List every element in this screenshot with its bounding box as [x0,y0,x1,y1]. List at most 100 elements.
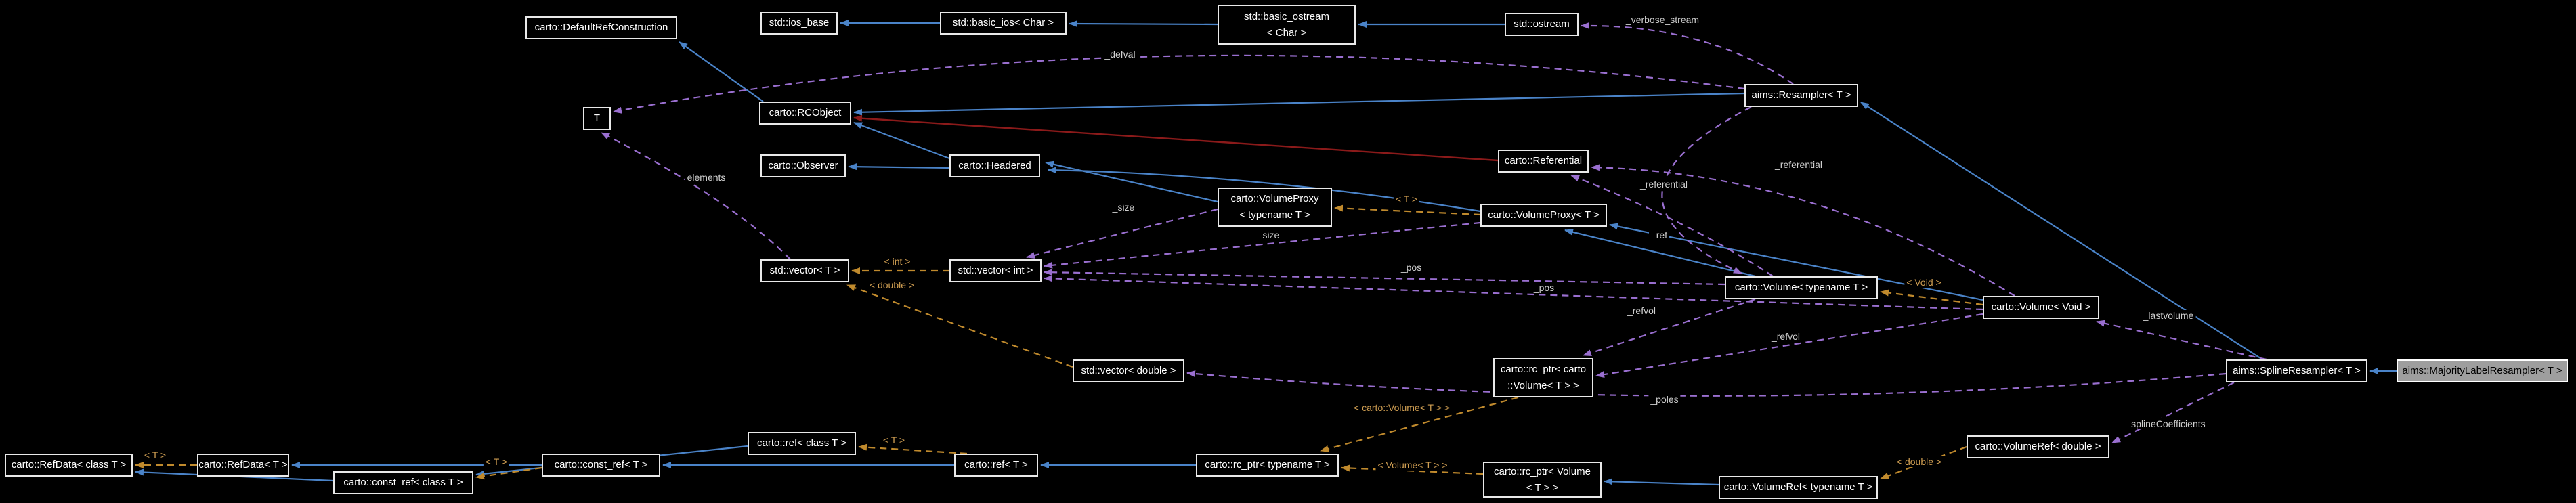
edge-label-referential-2: _referential [1772,159,1825,170]
edge-label-refvol-1: _refvol [1625,305,1658,316]
node-vector-double[interactable]: std::vector< double > [1073,359,1184,382]
node-majority-label-resampler[interactable]: aims::MajorityLabelResampler< T > [2397,359,2568,382]
node-label: carto::RefData< class T > [11,459,127,471]
node-volumeref-typename-t[interactable]: carto::VolumeRef< typename T > [1719,476,1878,499]
edge-label-elements: elements [685,172,728,183]
node-label: carto::VolumeProxy [1230,193,1319,204]
node-label: carto::rc_ptr< Volume [1494,465,1591,477]
node-label: carto::Volume< Void > [1991,301,2091,313]
edge-label-pos-1: _pos [1398,262,1424,273]
node-const-ref-class-t[interactable]: carto::const_ref< class T > [333,471,473,494]
edge-referential-rcobject [853,114,1499,162]
node-label: std::vector< int > [958,265,1033,276]
node-spline-resampler[interactable]: aims::SplineResampler< T > [2226,359,2367,382]
node-vector-t[interactable]: std::vector< T > [760,259,849,282]
edge-label-verbose-stream: _verbose_stream [1623,14,1702,25]
edge-label-template-volume: < Volume< T > > [1375,460,1450,471]
node-ref-class-t[interactable]: carto::ref< class T > [748,432,856,455]
node-label: std::vector< T > [769,265,840,276]
node-volume-proxy-t[interactable]: carto::VolumeProxy< T > [1480,204,1607,227]
edge-volumevoid-referential [1591,164,2015,297]
node-ios-base[interactable]: std::ios_base [760,12,838,35]
node-label: aims::Resampler< T > [1751,89,1851,101]
edge-resampler-t [613,54,1745,114]
node-label: < Char > [1266,26,1307,39]
edge-headered-rcobject [853,121,950,160]
edge-label-template-t-constref: < T > [483,456,510,467]
node-label: carto::rc_ptr< carto [1500,364,1587,375]
edge-label-ref: _ref [1648,229,1670,240]
node-referential[interactable]: carto::Referential [1498,150,1589,173]
node-observer[interactable]: carto::Observer [760,154,846,177]
edge-vectordouble-vectort [846,284,1073,368]
edge-volumeg-volumeproxyt [1564,228,1756,278]
edge-spline-resampler [1860,102,2263,360]
node-const-ref-t[interactable]: carto::const_ref< T > [542,454,660,477]
node-label: carto::const_ref< class T > [343,477,463,488]
node-default-ref-construction[interactable]: carto::DefaultRefConstruction [525,16,677,39]
edge-vectort-t [601,132,791,260]
node-resampler[interactable]: aims::Resampler< T > [1744,84,1858,107]
node-basic-ostream-char[interactable]: std::basic_ostream< Char > [1218,5,1356,45]
edge-label-template-t-ref: < T > [880,435,907,445]
edge-volumeg-referential [1570,174,1774,277]
node-volume-generic[interactable]: carto::Volume< typename T > [1725,276,1878,299]
node-label: carto::rc_ptr< typename T > [1205,459,1330,471]
node-label: carto::Referential [1504,155,1583,167]
edge-headered-observer [848,163,950,171]
node-label: T [593,112,601,124]
node-label: ::Volume< T > > [1507,380,1579,391]
node-refdata-class-t[interactable]: carto::RefData< class T > [5,454,133,477]
edge-rcobject-defaultref [679,41,764,102]
node-t[interactable]: T [583,107,611,130]
node-rcptr-typename-t[interactable]: carto::rc_ptr< typename T > [1196,454,1339,477]
node-ostream[interactable]: std::ostream [1505,13,1579,36]
node-volume-void[interactable]: carto::Volume< Void > [1983,296,2099,319]
edge-label-lastvolume: _lastvolume [2141,310,2196,321]
edge-resampler-volumeg [1661,106,1752,274]
edge-resampler-ostream [1581,22,1794,85]
edge-label-pos-2: _pos [1531,282,1557,293]
edge-label-poles: _poles [1648,394,1681,405]
edge-label-template-double-volumeref: < double > [1894,456,1944,467]
node-rcobject[interactable]: carto::RCObject [759,102,851,125]
edge-volumeg-rcptrcv [1583,298,1756,357]
node-label: carto::RefData< T > [198,459,288,471]
node-rcptr-carto-volume[interactable]: carto::rc_ptr< carto::Volume< T > > [1493,358,1593,397]
node-headered[interactable]: carto::Headered [949,154,1040,177]
edge-label-refvol-2: _refvol [1769,331,1803,342]
node-ref-t[interactable]: carto::ref< T > [954,454,1038,477]
edge-label-defval: _defval [1102,49,1138,60]
edge-label-size-1: _size [1110,202,1137,213]
edge-label-template-void: < Void > [1904,277,1944,288]
edge-spline-volumevoid [2096,320,2267,361]
node-basic-ios-char[interactable]: std::basic_ios< Char > [940,12,1067,35]
node-volume-proxy-generic[interactable]: carto::VolumeProxy< typename T > [1218,188,1332,227]
node-label: aims::SplineResampler< T > [2233,365,2361,376]
edge-volumevoid-rcptrcv [1595,313,1983,378]
node-label: std::basic_ios< Char > [952,17,1054,28]
edge-spline-vectordouble [1186,370,2227,397]
node-rcptr-volume-t[interactable]: carto::rc_ptr< Volume< T > > [1483,462,1602,498]
node-vector-int[interactable]: std::vector< int > [949,259,1042,282]
edge-label-template-carto-volume: < carto::Volume< T > > [1352,402,1452,413]
edge-resampler-rcobject [853,92,1745,116]
edge-volumerefd-volumerefg [1880,445,1967,480]
node-label: std::vector< double > [1081,365,1176,376]
edge-label-template-t-refdata: < T > [142,450,169,460]
edge-label-template-double-vector: < double > [867,280,917,290]
edge-rcptrv-rcptrg [1341,464,1484,475]
node-label: carto::VolumeRef< double > [1975,441,2101,452]
node-label: carto::Observer [768,160,838,171]
edge-volumeproxyg-vectorint [1026,208,1218,259]
node-volumeref-double[interactable]: carto::VolumeRef< double > [1967,435,2109,458]
node-refdata-t[interactable]: carto::RefData< T > [197,454,289,477]
node-label: std::ostream [1514,18,1570,30]
node-label: std::ios_base [769,17,830,28]
edge-label-spline-coefficients: _splineCoefficients [2124,418,2208,429]
edge-volumeproxyg-headered [1045,160,1218,203]
node-label: carto::VolumeRef< typename T > [1723,481,1873,493]
edge-reft-refc [858,443,968,455]
edge-label-template-t-volumeproxy: < T > [1393,194,1420,204]
